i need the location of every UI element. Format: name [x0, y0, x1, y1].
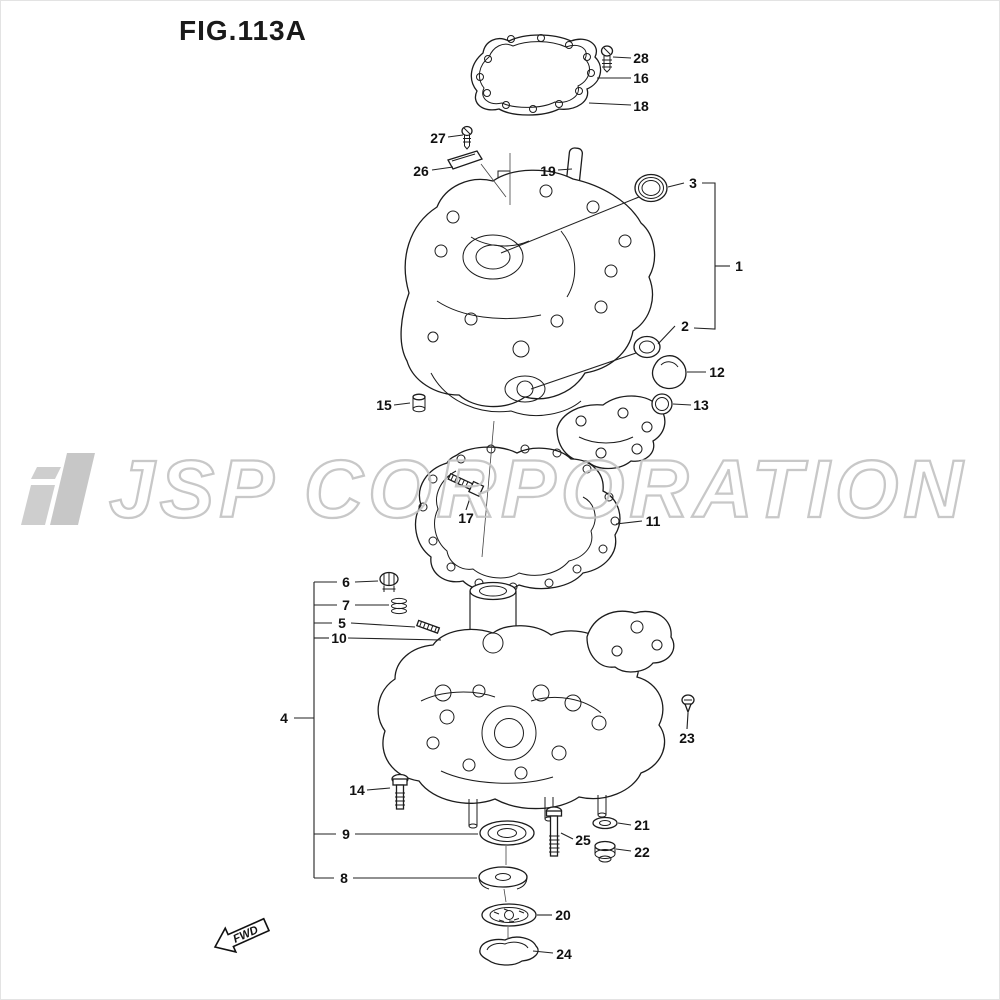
part-16-cover-gasket — [476, 34, 595, 113]
part-7-spring — [391, 597, 407, 615]
watermark: JSP CORPORATION — [21, 443, 968, 536]
callout-9: 9 — [342, 826, 350, 842]
callout-2: 2 — [681, 318, 689, 334]
figure-title: FIG.113A — [179, 15, 307, 46]
block-lower-flange — [556, 395, 666, 470]
crankcase-ear — [586, 610, 675, 673]
callout-28: 28 — [633, 50, 649, 66]
callout-4: 4 — [280, 710, 288, 726]
callout-25: 25 — [575, 832, 591, 848]
callout-8: 8 — [340, 870, 348, 886]
watermark-logo — [21, 453, 95, 525]
callout-10: 10 — [331, 630, 347, 646]
callout-21: 21 — [634, 817, 650, 833]
callout-3: 3 — [689, 175, 697, 191]
callout-5: 5 — [338, 615, 346, 631]
cylinder-block-assembly — [400, 169, 656, 417]
part-13-o-ring — [651, 393, 673, 415]
part-3-oil-seal — [634, 173, 668, 203]
callout-27: 27 — [430, 130, 446, 146]
callout-15: 15 — [376, 397, 392, 413]
part-18-cover-plate — [470, 34, 602, 116]
callout-13: 13 — [693, 397, 709, 413]
part-17-sensor-bolt — [447, 472, 485, 498]
alignment-lines — [480, 153, 511, 939]
part-24-gasket — [479, 936, 539, 966]
part-27-screw — [461, 125, 473, 150]
callout-22: 22 — [634, 844, 650, 860]
part-28-screw — [600, 45, 614, 73]
part-20-strainer — [481, 903, 537, 927]
part-15-pin — [412, 393, 426, 413]
part-5-stud — [415, 619, 441, 634]
callout-12: 12 — [709, 364, 725, 380]
callout-20: 20 — [555, 907, 571, 923]
watermark-text: JSP CORPORATION — [109, 444, 968, 535]
crankcase-assembly — [377, 581, 666, 829]
part-8-seal-cap — [478, 866, 528, 890]
part-2-seal-ring — [633, 335, 661, 359]
part-22-plug — [594, 840, 616, 863]
part-25-bolt — [545, 806, 563, 857]
callout-11: 11 — [645, 513, 661, 529]
part-12-cap — [651, 355, 687, 390]
part-21-washer — [592, 816, 618, 830]
part-26-bracket — [447, 150, 483, 170]
part-6-plug — [379, 571, 399, 592]
part-9-oil-seal — [479, 820, 535, 846]
callout-23: 23 — [679, 730, 695, 746]
fwd-label: FWD — [231, 924, 260, 946]
callout-17: 17 — [458, 510, 474, 526]
callout-18: 18 — [633, 98, 649, 114]
callout-7: 7 — [342, 597, 350, 613]
callout-14: 14 — [349, 782, 365, 798]
callout-16: 16 — [633, 70, 649, 86]
callout-26: 26 — [413, 163, 429, 179]
callout-1: 1 — [735, 258, 743, 274]
callout-6: 6 — [342, 574, 350, 590]
part-23-screw — [681, 694, 695, 714]
callout-19: 19 — [540, 163, 556, 179]
fwd-arrow: FWD — [213, 917, 271, 954]
leader-lines — [294, 56, 730, 954]
part-14-bolt — [391, 773, 409, 810]
callout-24: 24 — [556, 946, 572, 962]
